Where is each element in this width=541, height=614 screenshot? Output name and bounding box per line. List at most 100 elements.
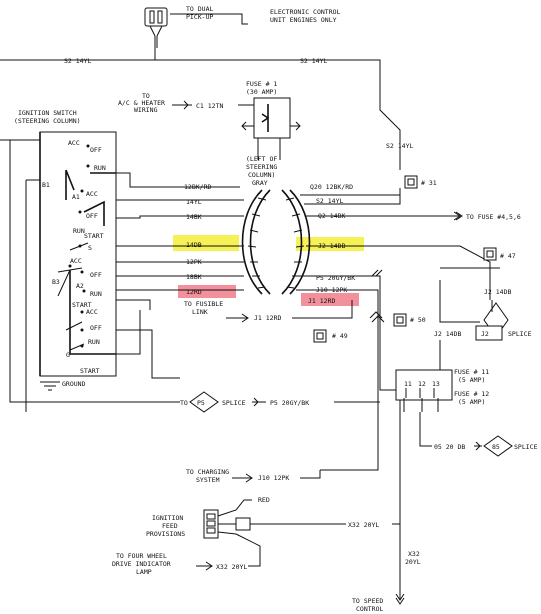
p5-splice-label: SPLICE bbox=[222, 399, 246, 407]
sw1-acc2: ACC bbox=[86, 190, 98, 198]
splice-j2-badge-text: J2 bbox=[481, 330, 489, 338]
left-wire-12rd: 12RD bbox=[186, 288, 202, 296]
x32-label-2: 20YL bbox=[405, 558, 421, 566]
fuse12-title: FUSE # 12 bbox=[454, 390, 489, 398]
x32-label: X32 bbox=[408, 550, 420, 558]
s2-vertical-label: S2 14YL bbox=[386, 142, 413, 150]
ignition-b1: B1 bbox=[42, 181, 50, 189]
s2-wire-label-right: S2 14YL bbox=[300, 57, 327, 65]
sw1-run: RUN bbox=[94, 164, 106, 172]
s2-wire-label-left: S2 14YL bbox=[64, 57, 91, 65]
splice-j2-label: SPLICE bbox=[508, 330, 532, 338]
ign-feed-red: RED bbox=[258, 496, 270, 504]
fuse1-title: FUSE # 1 bbox=[246, 80, 277, 88]
ground-label: GROUND bbox=[62, 380, 86, 388]
connector-31-label: # 31 bbox=[421, 179, 437, 187]
right-wire-p5: P5 20GY/BK bbox=[316, 274, 355, 282]
ac-heater-wiring: WIRING bbox=[134, 106, 158, 114]
sw2-run2: RUN bbox=[88, 338, 100, 346]
ecu-note-2: UNIT ENGINES ONLY bbox=[270, 16, 337, 24]
ignition-a2: A2 bbox=[76, 282, 84, 290]
fuse-block bbox=[395, 369, 453, 401]
left-wire-18bk: 18BK bbox=[186, 273, 202, 281]
fwd-label-3: LAMP bbox=[136, 568, 152, 576]
ignition-b3: B3 bbox=[52, 278, 60, 286]
fuse-num-13: 13 bbox=[432, 380, 440, 388]
ignition-switch-title: IGNITION SWITCH bbox=[18, 109, 77, 117]
fuse1-amp: (30 AMP) bbox=[246, 88, 277, 96]
sw2-run: RUN bbox=[90, 290, 102, 298]
fuse1-box bbox=[253, 97, 291, 139]
switch-contacts-1 bbox=[65, 144, 116, 251]
switch-contacts-2 bbox=[57, 264, 116, 355]
j2-right-label: J2 14DB bbox=[484, 288, 511, 296]
highlight-j1-12rd bbox=[301, 293, 359, 306]
sw1-off2: OFF bbox=[86, 212, 98, 220]
left-wire-14yl: 14YL bbox=[186, 198, 202, 206]
splice85-wire: 05 20 DB bbox=[434, 443, 465, 451]
p5-badge-text: P5 bbox=[197, 399, 205, 407]
right-wire-s2: S2 14YL bbox=[316, 197, 343, 205]
splice85-badge: 85 bbox=[492, 443, 500, 451]
connector-47-label: # 47 bbox=[500, 252, 516, 260]
highlight-12rd-left bbox=[178, 285, 236, 298]
sw2-start: START bbox=[72, 301, 92, 309]
fusible-link-label: TO FUSIBLE bbox=[184, 300, 223, 308]
sw1-acc: ACC bbox=[68, 139, 80, 147]
fuse11-amp: (5 AMP) bbox=[458, 376, 485, 384]
ign-feed-wire: X32 20YL bbox=[348, 521, 379, 529]
splice-85-diamond bbox=[483, 435, 513, 457]
fuse-num-11: 11 bbox=[404, 380, 412, 388]
j2-low-label: J2 14DB bbox=[434, 330, 461, 338]
ign-feed-label-2: FEED bbox=[162, 522, 178, 530]
right-wire-j1: J1 12RD bbox=[308, 297, 335, 305]
p5-splice-to: TO bbox=[180, 399, 188, 407]
sw2-acc2: ACC bbox=[86, 308, 98, 316]
ac-heater-to: TO bbox=[142, 92, 150, 100]
ignition-feed-connector bbox=[203, 499, 252, 539]
highlight-14db-left bbox=[173, 235, 239, 251]
left-wire-12bkrd: 12BK/RD bbox=[184, 183, 211, 191]
left-wire-14bk: 14BK bbox=[186, 213, 202, 221]
right-wire-j2: J2 14DB bbox=[318, 242, 345, 250]
p5-splice-diamond bbox=[189, 391, 219, 413]
sw2-acc: ACC bbox=[70, 257, 82, 265]
speed-control-label: TO SPEED bbox=[352, 597, 383, 605]
charging-wire: J10 12PK bbox=[258, 474, 289, 482]
highlight-14db-right bbox=[296, 237, 364, 251]
dual-pickup-connector bbox=[144, 7, 168, 48]
sw2-off: OFF bbox=[90, 271, 102, 279]
sw1-off: OFF bbox=[90, 146, 102, 154]
fwd-label: TO FOUR WHEEL bbox=[116, 552, 167, 560]
sw1-run2: RUN bbox=[73, 227, 85, 235]
wire-14bk bbox=[116, 215, 244, 219]
charging-label: TO CHARGING bbox=[186, 468, 229, 476]
to-dual-pickup-label-2: PICK-UP bbox=[186, 13, 213, 21]
fwd-label-2: DRIVE INDICATOR bbox=[112, 560, 171, 568]
fuse-num-12: 12 bbox=[418, 380, 426, 388]
to-dual-pickup-label: TO DUAL bbox=[186, 5, 213, 13]
connector-50-label: # 50 bbox=[410, 316, 426, 324]
switch-left-bus bbox=[9, 140, 180, 403]
fwd-wire: X32 20YL bbox=[216, 563, 247, 571]
s2-top-right-wire bbox=[155, 59, 401, 170]
sw1-start: START bbox=[84, 232, 104, 240]
connector-49-label: # 49 bbox=[332, 332, 348, 340]
ignition-g: G bbox=[66, 351, 70, 359]
wire-12bkrd bbox=[116, 172, 240, 188]
charging-label-2: SYSTEM bbox=[196, 476, 220, 484]
steering-column-connector bbox=[241, 189, 311, 295]
left-wire-14db: 14DB bbox=[186, 241, 202, 249]
sw2-start2: START bbox=[80, 367, 100, 375]
steering-left-of: (LEFT OF bbox=[246, 155, 277, 163]
speed-control-label-2: CONTROL bbox=[356, 605, 383, 613]
right-wire-q2: Q2 14BK bbox=[318, 212, 345, 220]
sw1-s: S bbox=[88, 244, 92, 252]
splice-j2-badge bbox=[475, 325, 503, 341]
ignition-switch-subtitle: (STEERING COLUMN) bbox=[14, 117, 81, 125]
ignition-a1: A1 bbox=[72, 193, 80, 201]
fuse11-title: FUSE # 11 bbox=[454, 368, 489, 376]
fusible-link-wire: J1 12RD bbox=[254, 314, 281, 322]
right-wire-q20: Q20 12BK/RD bbox=[310, 183, 353, 191]
ecu-bracket bbox=[170, 13, 248, 25]
